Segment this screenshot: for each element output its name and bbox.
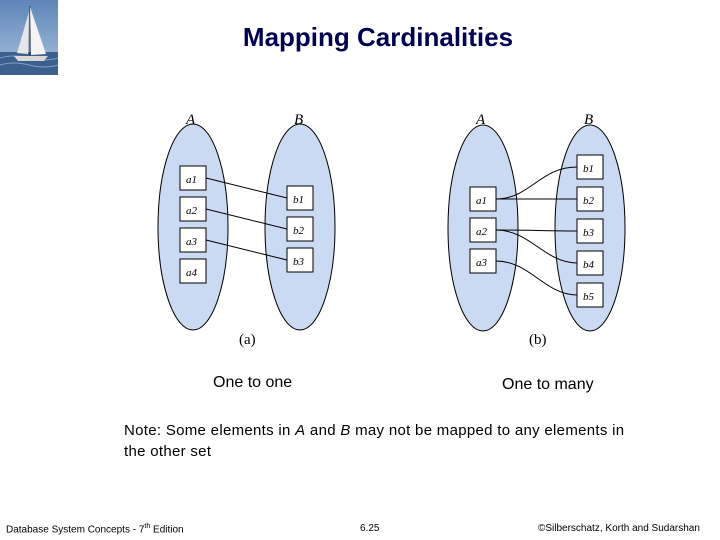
element-box — [576, 250, 604, 276]
element-label: a2 — [476, 226, 488, 238]
diagram-b-label-B: B — [584, 112, 593, 128]
element-box — [469, 186, 497, 212]
diagram-b-mapping-lines — [495, 166, 578, 296]
footer-book-suffix: Edition — [150, 524, 184, 536]
element-box — [576, 218, 604, 244]
caption-one-to-many: One to many — [502, 376, 594, 393]
element-box — [469, 248, 497, 274]
diagram-a-mapping-lines — [205, 177, 288, 261]
element-label: b4 — [583, 259, 595, 271]
footer-book: Database System Concepts - 7th Edition — [6, 523, 184, 535]
sailboat-logo — [0, 0, 59, 75]
element-label: a2 — [186, 205, 198, 217]
diagram-b-sublabel: (b) — [529, 332, 547, 348]
element-label: a4 — [186, 267, 198, 279]
element-box — [179, 196, 207, 222]
footer-page-number: 6.25 — [360, 523, 380, 534]
element-label: b3 — [583, 227, 595, 239]
diagram-a-left-boxes: a1 a2 a3 a4 — [179, 165, 207, 284]
diagram-b-label-A: A — [475, 112, 486, 128]
element-box — [179, 227, 207, 253]
element-label: a1 — [476, 195, 487, 207]
element-label: b2 — [293, 225, 305, 237]
element-label: b1 — [583, 163, 594, 175]
slide-title: Mapping Cardinalities — [242, 22, 514, 52]
note-text: Note: Some elements in A and B may not b… — [124, 420, 644, 462]
element-box — [576, 154, 604, 180]
element-label: a3 — [186, 236, 198, 248]
diagram-a-right-boxes: b1 b2 b3 — [286, 185, 314, 273]
element-box — [179, 258, 207, 284]
note-set-a: A — [295, 422, 306, 439]
diagram-b-left-boxes: a1 a2 a3 — [469, 186, 497, 274]
element-box — [179, 165, 207, 191]
footer-book-sup: th — [144, 523, 151, 530]
set-a-ellipse — [157, 123, 229, 331]
note-set-b: B — [340, 422, 351, 439]
element-label: b3 — [293, 256, 305, 268]
element-label: b2 — [583, 195, 595, 207]
footer-copyright: ©Silberschatz, Korth and Sudarshan — [538, 523, 700, 534]
diagram-a-label-B: B — [294, 112, 303, 128]
element-box — [576, 282, 604, 308]
element-label: a1 — [186, 174, 197, 186]
note-suffix: may not be mapped to any elements in the… — [124, 422, 625, 460]
element-label: b1 — [293, 194, 304, 206]
note-prefix: Note: Some elements in — [124, 422, 296, 439]
diagram-a-sublabel: (a) — [239, 332, 256, 348]
caption-one-to-one: One to one — [213, 374, 293, 391]
element-box — [469, 217, 497, 243]
diagram-a-label-A: A — [185, 112, 196, 128]
element-label: a3 — [476, 257, 488, 269]
footer-book-title: Database System Concepts - 7 — [6, 524, 145, 536]
note-mid: and — [305, 422, 341, 439]
diagram-b-right-boxes: b1 b2 b3 b4 b5 — [576, 154, 604, 308]
element-label: b5 — [583, 291, 595, 303]
